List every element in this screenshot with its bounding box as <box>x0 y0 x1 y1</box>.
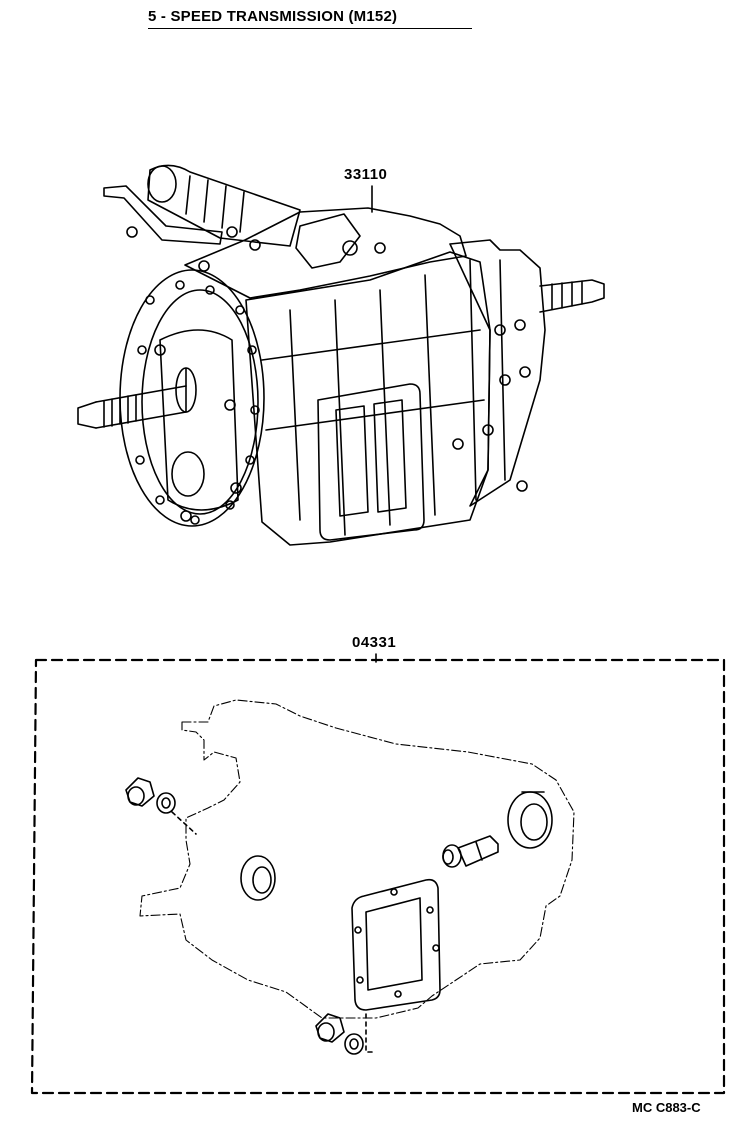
shift-lever-boot <box>147 164 301 247</box>
extension-housing <box>449 239 546 507</box>
case-ribs <box>289 274 436 536</box>
transmission-assembly-drawing <box>77 164 605 546</box>
kit-boundary-box <box>30 658 726 1095</box>
output-shaft <box>539 279 605 313</box>
side-cover-gasket <box>351 878 441 1011</box>
illustration-code: MC C883-C <box>632 1100 701 1115</box>
gasket-kit-drawing <box>30 653 726 1095</box>
case-phantom-outline <box>139 699 575 1019</box>
input-shaft <box>77 367 197 429</box>
drain-plug-lower <box>315 1013 377 1055</box>
linkage-bracket <box>103 185 223 245</box>
part-number-transmission-assembly: 33110 <box>344 166 388 183</box>
bell-housing-bolts <box>135 280 260 525</box>
speedometer-sleeve <box>442 835 499 868</box>
oil-seal-rear <box>507 791 553 849</box>
side-cover <box>317 383 425 541</box>
front-cover <box>159 329 239 511</box>
page-title: 5 - SPEED TRANSMISSION (M152) <box>148 8 472 29</box>
drain-plug-upper <box>125 777 197 835</box>
shift-tower <box>184 207 467 299</box>
part-number-gasket-kit: 04331 <box>352 634 397 651</box>
oil-seal-front <box>240 855 276 901</box>
